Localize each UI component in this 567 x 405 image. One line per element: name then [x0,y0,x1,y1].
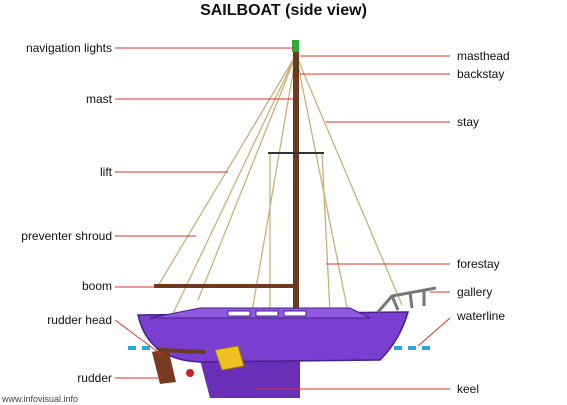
preventer-shroud-line [197,54,297,301]
leader-lines [114,47,451,390]
mast-spar [293,52,299,310]
navigation-light-icon [292,40,299,52]
label-backstay: backstay [457,67,505,81]
label-preventer-shroud: preventer shroud [21,229,112,243]
boom-spar [154,284,298,288]
label-boom: boom [81,279,112,293]
rudder-head-tiller [157,348,206,354]
backstay-line [169,54,297,321]
forestay-line [295,54,349,313]
label-forestay: forestay [457,257,500,271]
label-rudder-head: rudder head [47,313,112,327]
label-keel: keel [457,382,480,396]
leader-waterline [417,317,451,347]
label-gallery: gallery [457,285,493,299]
rigging [157,54,403,321]
shroud-left [251,54,297,313]
label-mast: mast [85,92,112,106]
label-navigation-lights: navigation lights [25,41,112,55]
gallery-rail [376,286,437,313]
leader-rudder-head [114,319,163,356]
credit-text: www.infovisual.info [2,394,79,404]
label-masthead: masthead [457,49,510,63]
rudder-blade [152,348,176,384]
motor-icon [214,345,245,371]
hull [137,311,409,363]
label-rudder: rudder [77,371,112,385]
stay-line [295,54,403,306]
label-lift: lift [100,165,112,179]
label-stay: stay [457,115,480,129]
shroud-spreader-right [321,152,331,313]
label-waterline: waterline [457,309,506,323]
page-title: SAILBOAT (side view) [200,2,367,19]
motor-prop-icon [186,369,194,377]
lift-line [157,54,297,287]
cabin-windows [227,310,307,317]
keel-fin [200,360,300,398]
